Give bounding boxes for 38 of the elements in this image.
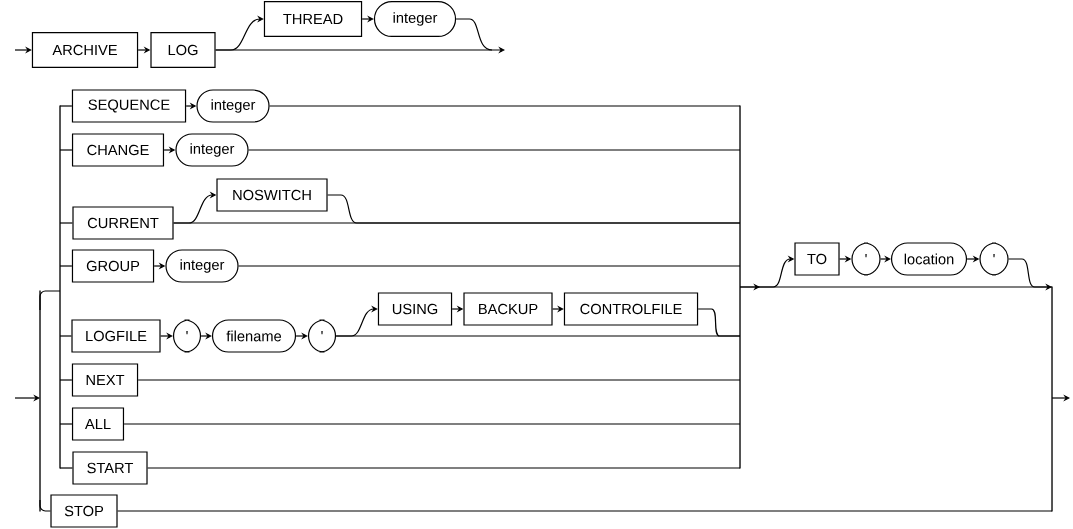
rail-line xyxy=(269,105,741,107)
keyword-box: TO xyxy=(794,242,840,276)
rail-line xyxy=(117,510,1053,512)
keyword-box: BACKUP xyxy=(463,292,553,326)
rail-line xyxy=(39,499,51,512)
rail-line xyxy=(59,379,73,381)
keyword-box: LOG xyxy=(150,31,216,69)
keyword-box: CONTROLFILE xyxy=(563,292,699,326)
rail-line xyxy=(59,423,73,425)
rail-line xyxy=(1008,258,1053,288)
keyword-box: START xyxy=(72,451,148,485)
rail-line xyxy=(455,18,493,51)
rail-line xyxy=(59,467,73,469)
rail-line xyxy=(59,335,72,337)
keyword-box: GROUP xyxy=(71,249,155,283)
rail-line xyxy=(248,149,741,151)
keyword-box: ALL xyxy=(71,407,125,441)
rail-line xyxy=(697,308,741,337)
keyword-box: USING xyxy=(377,292,453,326)
keyword-box: CHANGE xyxy=(71,133,165,167)
rail-line xyxy=(59,222,73,224)
keyword-box: CURRENT xyxy=(72,206,174,240)
keyword-box: SEQUENCE xyxy=(71,89,187,123)
keyword-box: STOP xyxy=(50,494,118,528)
keyword-box: NOSWITCH xyxy=(216,178,328,212)
rail-line xyxy=(59,265,73,267)
rail-line xyxy=(327,194,741,224)
keyword-box: ARCHIVE xyxy=(31,31,139,69)
rail-line xyxy=(137,379,741,381)
rail-line xyxy=(59,105,73,107)
keyword-box: LOGFILE xyxy=(71,319,161,353)
keyword-box: THREAD xyxy=(263,0,363,38)
rail-line xyxy=(238,265,741,267)
keyword-box: NEXT xyxy=(71,363,139,397)
rail-line xyxy=(147,467,741,469)
rail-line xyxy=(123,423,741,425)
rail-line xyxy=(39,290,61,311)
rail-line xyxy=(59,149,73,151)
